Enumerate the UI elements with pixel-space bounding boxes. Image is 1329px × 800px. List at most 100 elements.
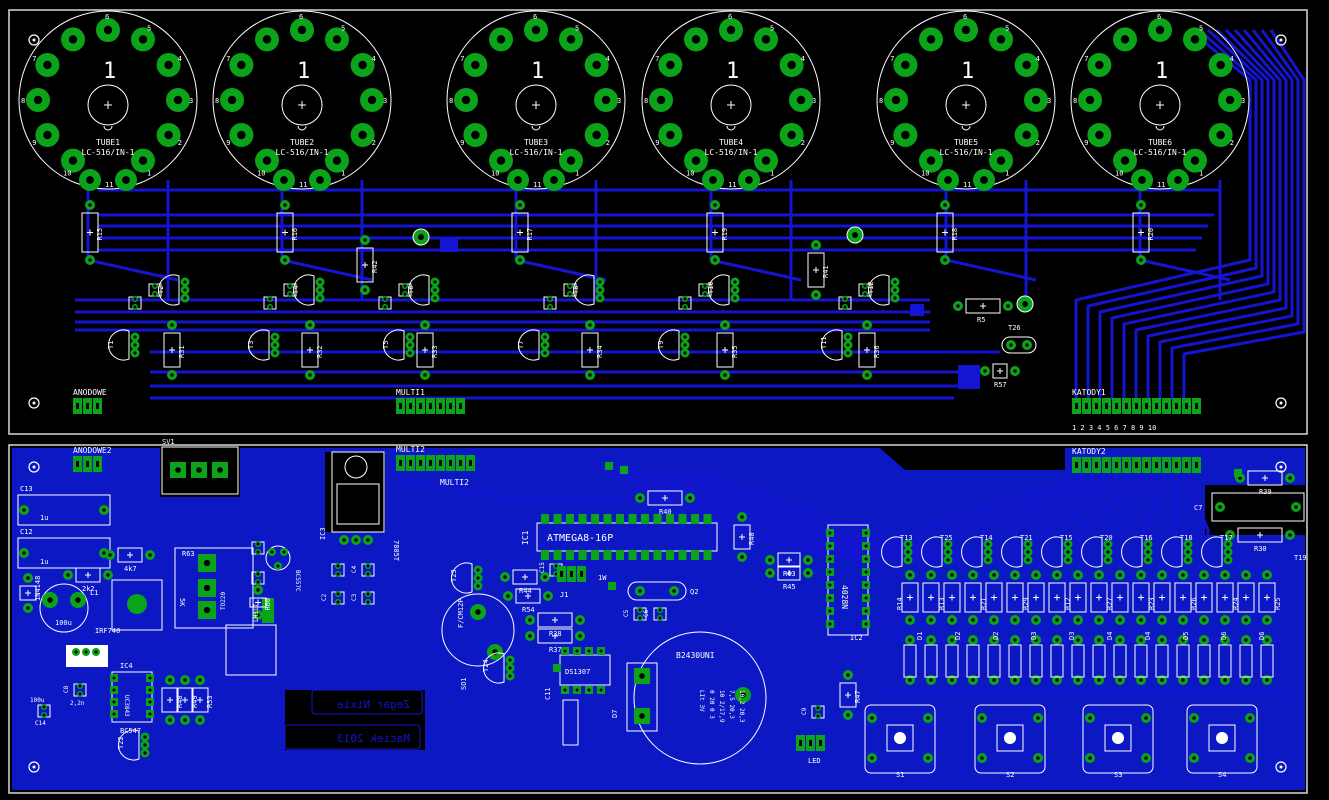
- tube-pin-number: 8: [21, 97, 25, 105]
- transistor-pad-drill: [733, 280, 737, 284]
- transistor-pad-drill: [846, 335, 850, 339]
- resistor-row: [1153, 570, 1171, 625]
- switch-pad-drill: [1144, 756, 1148, 760]
- ic4-outline: [111, 671, 153, 723]
- header-pin-drill: [399, 460, 402, 466]
- transistor-low: T9: [657, 329, 690, 361]
- header-pin-drill: [1105, 403, 1108, 409]
- tube-pin-pad-drill: [944, 176, 952, 184]
- diode-pad-drill: [1097, 638, 1101, 642]
- resistor-pad-drill: [688, 496, 692, 500]
- diode-body: [1218, 644, 1232, 678]
- capacitor-pad-drill: [42, 713, 46, 717]
- transistor-pad-drill: [986, 542, 990, 546]
- tube-pin-pad-drill: [691, 156, 701, 165]
- transistor-row-label: T17: [1220, 534, 1233, 542]
- d11-pad-drill: [94, 650, 98, 654]
- header-pin-drill: [1145, 403, 1148, 409]
- tube-pin-pad-drill: [1031, 95, 1041, 105]
- header-pin-drill: [439, 460, 442, 466]
- resistor-pad-drill: [971, 573, 975, 577]
- ic1-pin: [566, 514, 574, 524]
- ic2-pin-drill: [864, 622, 868, 626]
- label-j1: J1: [560, 591, 568, 599]
- tube-pin-pad-drill: [138, 35, 148, 44]
- tube-pin-number: 1: [1005, 170, 1009, 178]
- transistor-label: T9: [657, 341, 665, 349]
- ic1-pin: [553, 550, 562, 560]
- ic1-pin: [578, 550, 587, 560]
- resistor-body: [249, 597, 267, 608]
- diode-body: [987, 644, 1001, 678]
- resistor-label: 4k7: [124, 565, 137, 573]
- resistor-pad-drill: [1139, 618, 1143, 622]
- resistor-r5: R5: [953, 298, 1013, 324]
- diode-body: [1071, 644, 1085, 678]
- resistor-pad-drill: [108, 553, 112, 557]
- resistor-r42: R42: [356, 235, 379, 295]
- transistor-pad-drill: [1226, 558, 1230, 562]
- transistor-pad-drill: [183, 296, 187, 300]
- tube-pin-number: 5: [575, 24, 579, 32]
- transistor-pad-drill: [946, 558, 950, 562]
- capacitor-label: C5: [623, 609, 630, 617]
- transistor-body: [881, 536, 903, 568]
- capacitor-pad-drill: [366, 592, 370, 596]
- resistor-pad-drill: [256, 588, 260, 592]
- transistor-low: T11: [820, 329, 853, 361]
- resistor-pad-drill: [1013, 573, 1017, 577]
- header-pin-drill: [1085, 403, 1088, 409]
- label-buzzer: F/CM12P: [457, 598, 465, 628]
- switch-label: S4: [1218, 771, 1226, 779]
- transistor-pad-drill: [1106, 550, 1110, 554]
- header-pin-drill: [1095, 462, 1098, 468]
- capacitor-pad-drill: [863, 292, 867, 296]
- battery-outline: [633, 631, 767, 765]
- resistor-body: [1237, 582, 1255, 613]
- capacitor-pad-drill: [403, 284, 407, 288]
- via-block: [910, 304, 924, 316]
- diode-pad-drill: [1181, 638, 1185, 642]
- tube-pin-number: 9: [226, 139, 230, 147]
- tube-pin-number: 4: [178, 55, 182, 63]
- tube-center-hole: [281, 84, 323, 126]
- via: [605, 462, 613, 470]
- header-pin-drill: [409, 403, 412, 409]
- crystal-pad-drill: [638, 589, 642, 593]
- tube-key: [103, 125, 113, 131]
- tube-pin-number: 1: [575, 170, 579, 178]
- capacitor: C8: [63, 683, 87, 697]
- header-pin-drill: [1155, 403, 1158, 409]
- r63-pad-drill: [203, 559, 211, 567]
- tube-pin-pad-drill: [1095, 130, 1104, 140]
- t26-pad-drill: [1025, 343, 1029, 347]
- switch-body: [974, 704, 1046, 774]
- tube-pin-number: 2: [801, 139, 805, 147]
- transistor-pad-drill: [1106, 558, 1110, 562]
- battery-spec: LIt 3V: [698, 690, 705, 712]
- resistor-pad-drill: [908, 573, 912, 577]
- battery-spec: 10 2/17,9: [718, 690, 725, 723]
- resistor-pad-drill: [503, 575, 507, 579]
- tube-pin-pad-drill: [726, 25, 736, 35]
- ic3-pad-drill: [366, 538, 370, 542]
- resistor-top: R19: [706, 200, 729, 265]
- tube-pin-pad-drill: [691, 35, 701, 44]
- resistor-pad-drill: [168, 678, 172, 682]
- resistor-pad-drill: [1097, 618, 1101, 622]
- capacitor-pad-drill: [366, 564, 370, 568]
- c7-outline: [1211, 492, 1305, 522]
- resistor-pad-drill: [1076, 573, 1080, 577]
- capacitor-pad-drill: [638, 608, 642, 612]
- resistor-body: [1048, 582, 1066, 613]
- diode-body: [945, 644, 959, 678]
- resistor-pad-drill: [198, 678, 202, 682]
- capacitor-pad-drill: [336, 600, 340, 604]
- resistor-mark: [169, 347, 175, 353]
- header-pin-drill: [1115, 462, 1118, 468]
- resistor-body: [647, 490, 683, 506]
- capacitor-pad-drill: [403, 292, 407, 296]
- resistor-row: [1048, 570, 1066, 625]
- transistor-row-label: T13: [900, 534, 913, 542]
- tube-pin-pad-drill: [901, 130, 910, 140]
